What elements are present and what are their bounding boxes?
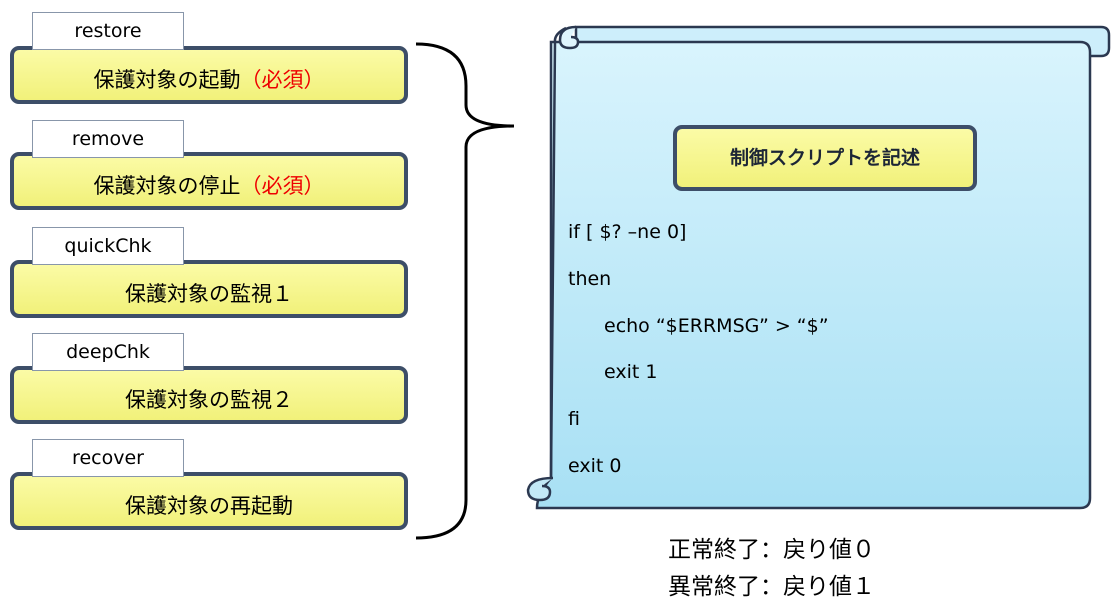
recover-tab: recover — [32, 439, 184, 477]
deepchk-box: 保護対象の監視２ — [10, 366, 408, 424]
script-line: fi — [568, 408, 580, 430]
normal-exit-note: 正常終了：戻り値０ — [668, 537, 875, 563]
restore-description-text: 保護対象の起動 — [93, 68, 241, 92]
abnormal-exit-note: 異常終了：戻り値１ — [668, 574, 875, 600]
deepchk-tab: deepChk — [32, 333, 184, 371]
scroll-shape — [526, 25, 1111, 510]
remove-description: 保護対象の停止（必須） — [14, 170, 404, 200]
remove-box: 保護対象の停止（必須） — [10, 152, 408, 210]
restore-description: 保護対象の起動（必須） — [14, 64, 404, 94]
recover-description: 保護対象の再起動 — [125, 494, 293, 518]
script-line: exit 1 — [604, 361, 658, 383]
script-line: exit 0 — [568, 455, 622, 477]
quickchk-box: 保護対象の監視１ — [10, 260, 408, 318]
recover-box: 保護対象の再起動 — [10, 472, 408, 530]
remove-description-text: 保護対象の停止 — [93, 174, 241, 198]
required-label: （必須） — [240, 174, 325, 198]
required-label: （必須） — [240, 68, 325, 92]
script-line: then — [568, 268, 612, 290]
script-line: if [ $? –ne 0] — [568, 221, 687, 243]
quickchk-description: 保護対象の監視１ — [125, 282, 293, 306]
remove-tab: remove — [32, 120, 184, 158]
script-line: echo “$ERRMSG” > “$” — [604, 315, 829, 337]
quickchk-tab: quickChk — [32, 227, 184, 265]
restore-box: 保護対象の起動（必須） — [10, 46, 408, 104]
script-title-box: 制御スクリプトを記述 — [673, 125, 977, 191]
deepchk-description: 保護対象の監視２ — [125, 388, 293, 412]
curly-brace — [415, 42, 515, 540]
restore-tab: restore — [32, 12, 184, 50]
